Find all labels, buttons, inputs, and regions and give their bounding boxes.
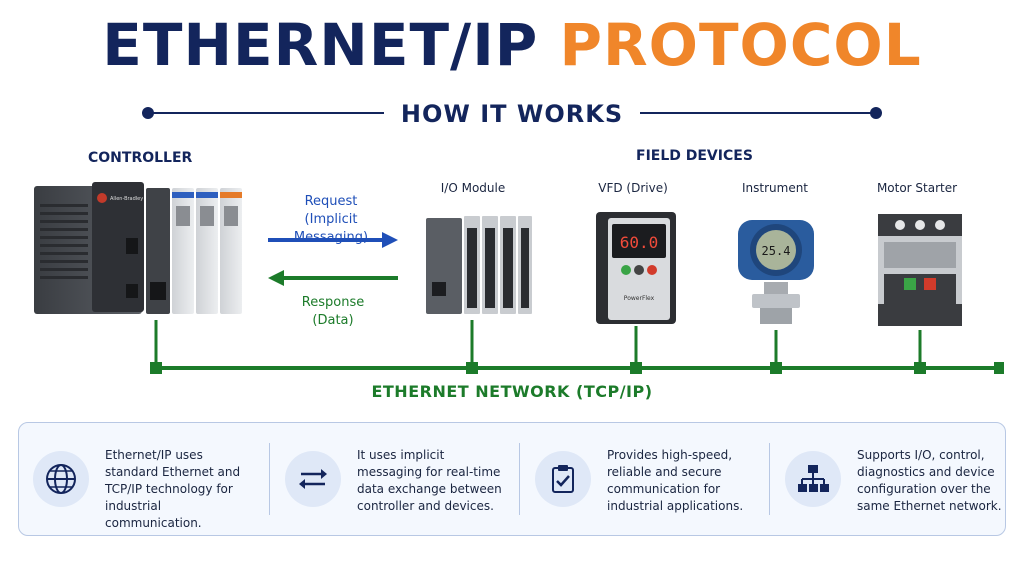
motor-starter [878,214,962,326]
feature-card-3: Provides high-speed, reliable and secure… [521,423,769,535]
network-hierarchy-icon [785,451,841,507]
subtitle: HOW IT WORKS [400,100,624,128]
feature-text-3: Provides high-speed, reliable and secure… [607,448,744,513]
instrument-display: 25.4 [762,244,791,258]
globe-icon [33,451,89,507]
device-label-vfd: VFD (Drive) [598,181,668,195]
feature-panel: Ethernet/IP uses standard Ethernet and T… [18,422,1006,536]
feature-text-4: Supports I/O, control, diagnostics and d… [857,448,1002,513]
title-part-2: PROTOCOL [559,11,922,79]
vfd-brand: PowerFlex [624,295,655,302]
device-label-io-module: I/O Module [440,181,506,195]
feature-text-2: It uses implicit messaging for real-time… [357,448,502,513]
controller-label: CONTROLLER [88,150,193,166]
field-devices-label: FIELD DEVICES [636,148,753,164]
clipboard-check-icon [535,451,591,507]
io-module [426,216,532,314]
plc-controller: Allen-Bradley [34,182,242,314]
subtitle-divider [142,107,882,119]
exchange-arrows-icon [285,451,341,507]
network-label: ETHERNET NETWORK (TCP/IP) [371,382,653,401]
title-part-1: ETHERNET/IP [102,11,539,79]
device-label-instrument: Instrument [741,181,809,195]
request-arrow-icon [268,232,398,248]
feature-card-2: It uses implicit messaging for real-time… [271,423,519,535]
ethernet-network-bus [150,320,1004,374]
controller-brand: Allen-Bradley [110,196,143,202]
feature-card-4: Supports I/O, control, diagnostics and d… [771,423,1003,535]
vfd-display: 60.0 [620,233,659,252]
instrument-transmitter: 25.4 [738,220,814,324]
device-label-motor-starter: Motor Starter [876,181,958,195]
response-arrow-icon [268,270,398,286]
page-title: ETHERNET/IP PROTOCOL [0,10,1024,80]
feature-card-1: Ethernet/IP uses standard Ethernet and T… [19,423,269,535]
feature-text-1: Ethernet/IP uses standard Ethernet and T… [105,448,241,530]
response-label: Response (Data) [301,295,365,328]
vfd-drive: 60.0 PowerFlex [596,212,676,324]
